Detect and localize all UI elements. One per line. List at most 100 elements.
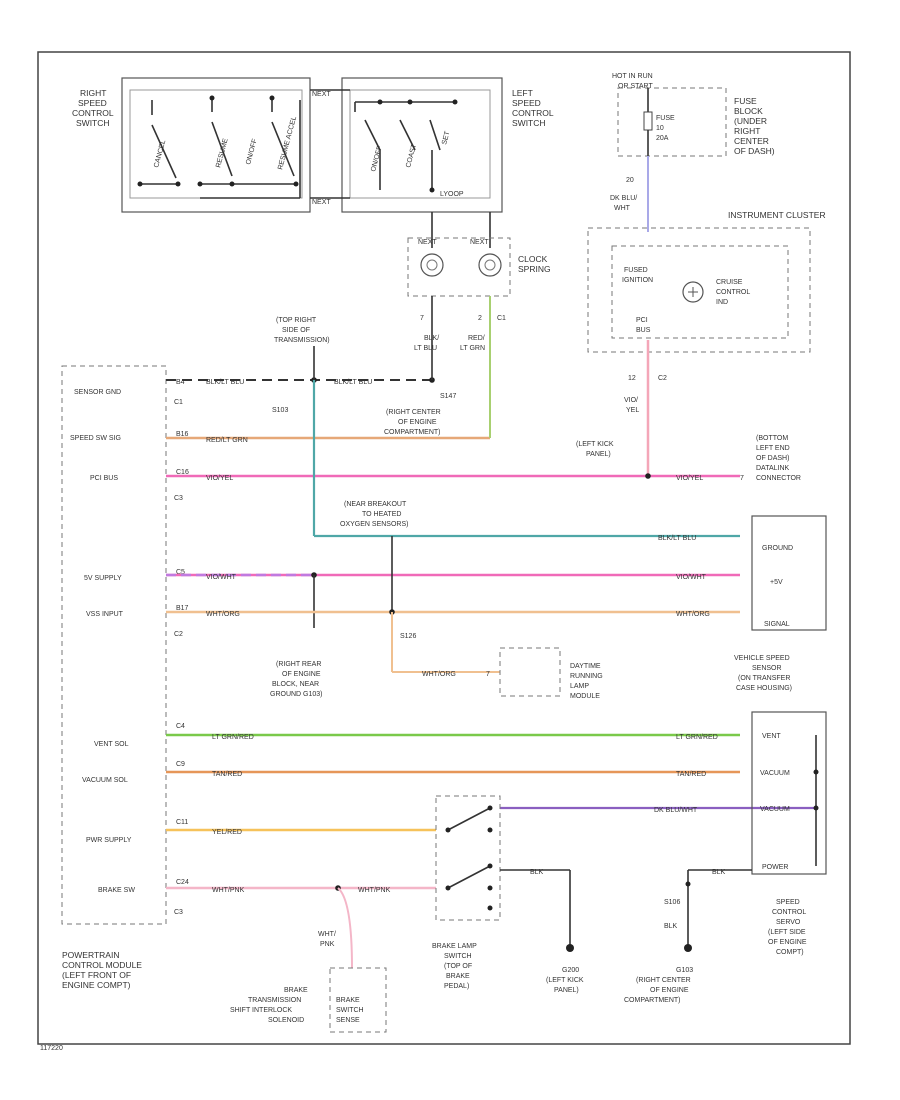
powertrain-control-module: SENSOR GND SPEED SW SIG PCI BUS 5V SUPPL…	[61, 365, 189, 990]
wire-vss-input: WHT/ORG WHT/ORG WHT/ORG	[166, 536, 740, 678]
note-right-center-engine-3: COMPARTMENT)	[384, 429, 441, 436]
pcm-conn-c1: C1	[174, 399, 183, 406]
pcm-pin-vacuum: VACUUM SOL	[82, 777, 128, 784]
note-right-center-engine-1: (RIGHT CENTER	[386, 409, 441, 416]
wire-label-pci-2: VIO/YEL	[676, 475, 703, 482]
svg-text:7: 7	[740, 475, 744, 482]
g200-label-3: PANEL)	[554, 987, 579, 994]
lsw-label-1: LEFT	[512, 88, 533, 98]
fuse-wire-num: 20	[626, 177, 634, 184]
note-bottom-dash-1: (BOTTOM	[756, 435, 788, 442]
fuse-label-1: FUSE	[734, 96, 757, 106]
wire-label-vac: TAN/RED	[212, 771, 242, 778]
wire-vent-sol: LT GRN/RED LT GRN/RED	[166, 733, 740, 741]
lsw-top-pin: NEXT	[312, 91, 331, 98]
pcm-pinnum-4: C5	[176, 569, 185, 576]
fuse-wire-code: DK BLU/	[610, 195, 637, 202]
wire-label-vss: WHT/ORG	[206, 611, 240, 618]
servo-label-5: OF ENGINE	[768, 939, 807, 946]
cluster-label: INSTRUMENT CLUSTER	[728, 210, 826, 220]
cluster-connector: C2	[658, 375, 667, 382]
wire-pwr-supply: YEL/RED DK BLU/WHT	[166, 806, 816, 836]
pcm-pin-vss: VSS INPUT	[86, 611, 124, 618]
lsw-label-2: SPEED	[512, 98, 541, 108]
cluster-pci-1: PCI	[636, 317, 648, 324]
bts-box-2: SWITCH	[336, 1007, 364, 1014]
lsw-contact-3: SET	[441, 130, 451, 146]
wire-vacuum-sol: TAN/RED TAN/RED	[166, 770, 740, 778]
pcm-conn-c3b: C3	[174, 909, 183, 916]
g103-label-3: OF ENGINE	[650, 987, 689, 994]
cs-pin-2: NEXT	[470, 239, 489, 246]
vss-pin-signal: SIGNAL	[764, 621, 790, 628]
servo-wire: BLK	[664, 923, 678, 930]
vss-pin-ground: GROUND	[762, 545, 793, 552]
cs-pin-1: NEXT	[418, 239, 437, 246]
pcm-pinnum-3: C16	[176, 469, 189, 476]
splice-s126: S126	[400, 633, 416, 640]
wire-speed-sw-sig: RED/LT GRN	[166, 296, 491, 444]
g103-label-1: G103	[676, 967, 693, 974]
right-speed-control-switch: CANCEL RESUME ON/OFF RESUME ACCEL RIGHT …	[72, 77, 311, 213]
pcm-pin-pwr: PWR SUPPLY	[86, 837, 132, 844]
wire-vss-ground: BLK/LT BLU	[312, 380, 740, 542]
note-left-kick-2: PANEL)	[586, 451, 611, 458]
wire-label-vss-2: WHT/ORG	[676, 611, 710, 618]
note-top-right-trans-2: SIDE OF	[282, 327, 310, 334]
pcm-pinnum-7: C9	[176, 761, 185, 768]
note-bottom-dash-4: DATALINK	[756, 465, 790, 472]
fuse-label-6: OF DASH)	[734, 146, 775, 156]
pcm-conn-c2: C2	[174, 631, 183, 638]
note-near-breakout-2: TO HEATED	[362, 511, 401, 518]
bls-label-2: SWITCH	[444, 953, 472, 960]
servo-pin-vent: VENT	[762, 733, 781, 740]
cluster-ind-3: IND	[716, 299, 728, 306]
g103-label-2: (RIGHT CENTER	[636, 977, 691, 984]
servo-pin-power: POWER	[762, 864, 788, 871]
wire-label-vent: LT GRN/RED	[212, 734, 254, 741]
wire-label-brake-2: WHT/PNK	[358, 887, 391, 894]
pcm-label-3: (LEFT FRONT OF	[62, 970, 131, 980]
wire-label-pci: VIO/YEL	[206, 475, 233, 482]
drl-label-3: LAMP	[570, 683, 589, 690]
note-left-kick-1: (LEFT KICK	[576, 441, 614, 448]
bls-label-1: BRAKE LAMP	[432, 943, 477, 950]
rsw-label-3: CONTROL	[72, 108, 114, 118]
note-bottom-dash-2: LEFT END	[756, 445, 790, 452]
note-bottom-dash-5: CONNECTOR	[756, 475, 801, 482]
cluster-fused-1: FUSED	[624, 267, 648, 274]
fuse-label-4: RIGHT	[734, 126, 760, 136]
g103-label-4: COMPARTMENT)	[624, 997, 681, 1004]
g200-label-2: (LEFT KICK	[546, 977, 584, 984]
rsw-label-4: SWITCH	[76, 118, 110, 128]
bls-label-4: BRAKE	[446, 973, 470, 980]
bts-box-1: BRAKE	[336, 997, 360, 1004]
bls-label-3: (TOP OF	[444, 963, 472, 970]
wire-pci-bus: VIO/YEL VIO/YEL 7	[166, 473, 744, 482]
wire-label-5v: VIO/WHT	[206, 574, 237, 581]
fuse-block: HOT IN RUN OR START FUSE 10 20A FUSE BLO…	[610, 73, 775, 212]
pcm-pinnum-2: B16	[176, 431, 189, 438]
servo-label-4: (LEFT SIDE	[768, 929, 806, 936]
wire-label-blk-2: BLK	[712, 869, 726, 876]
splice-s103: S103	[272, 407, 288, 414]
bts-label-2: TRANSMISSION	[248, 997, 301, 1004]
servo-label-6: COMPT)	[776, 949, 804, 956]
wire-label-pwr-2: DK BLU/WHT	[654, 807, 698, 814]
wire-label-sensor-gnd: BLK/LT BLU	[206, 379, 244, 386]
pcm-pinnum-1: B4	[176, 379, 185, 386]
splice-s147: S147	[440, 393, 456, 400]
pcm-pinnum-5: B17	[176, 605, 189, 612]
fuse-feed-2: OR START	[618, 83, 653, 90]
note-near-breakout-3: OXYGEN SENSORS)	[340, 521, 408, 528]
pcm-pin-brake: BRAKE SW	[98, 887, 135, 894]
wire-label-speed-sw: RED/LT GRN	[206, 437, 248, 444]
right-switch-contacts: CANCEL RESUME ON/OFF RESUME ACCEL	[137, 95, 301, 199]
pcm-pin-5v: 5V SUPPLY	[84, 575, 122, 582]
fuse-wire-code-2: WHT	[614, 205, 631, 212]
cluster-ind-2: CONTROL	[716, 289, 750, 296]
lsw-contact-1: ON/OFF	[370, 145, 384, 172]
servo-label-2: CONTROL	[772, 909, 806, 916]
pcm-label-4: ENGINE COMPT)	[62, 980, 131, 990]
wire-label-vss-ground: BLK/LT BLU	[658, 535, 696, 542]
